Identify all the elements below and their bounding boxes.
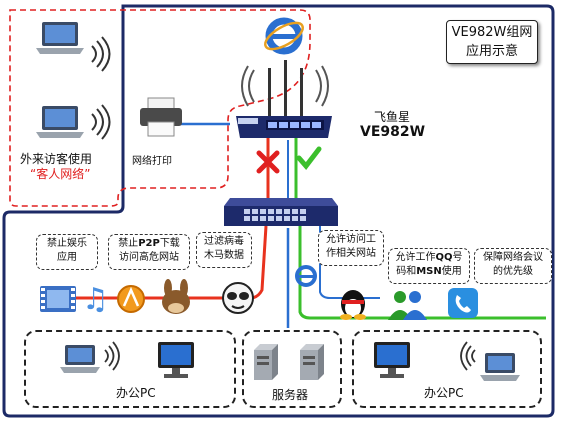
desktop-pc-icon xyxy=(374,342,410,378)
voip-phone-icon xyxy=(448,288,478,318)
router-model: VE982W xyxy=(360,124,426,140)
policy-bubble-im: 允许工作QQ号 码和MSN使用 xyxy=(388,248,470,284)
office-pc-left-group xyxy=(24,330,236,408)
wifi-waves-icon xyxy=(91,36,111,72)
office-pc-left-label: 办公PC xyxy=(116,386,156,400)
qq-penguin-icon xyxy=(340,290,366,320)
guest-network-label: “客人网络” xyxy=(30,167,91,181)
media-player-icon xyxy=(117,285,145,313)
policy-bubble-work-web: 允许访问工 作相关网站 xyxy=(318,230,384,266)
guest-laptop-icon xyxy=(36,106,84,138)
virus-trojan-icon xyxy=(222,282,254,314)
film-icon xyxy=(40,286,76,312)
wifi-waves-icon xyxy=(104,341,120,371)
wire-green-to-office-right xyxy=(298,226,546,320)
blocked-x-icon xyxy=(256,150,280,174)
servers-group xyxy=(242,330,342,408)
policy-bubble-virus: 过滤病毒 木马数据 xyxy=(196,232,252,268)
printer-icon xyxy=(140,97,182,137)
msn-icon xyxy=(388,291,427,320)
diagram-title-box: VE982W组网 应用示意 xyxy=(446,20,538,64)
allowed-check-icon xyxy=(296,146,322,170)
servers-label: 服务器 xyxy=(272,388,309,402)
router-icon xyxy=(236,60,332,138)
office-pc-right-group xyxy=(352,330,542,408)
diagram-title-line1: VE982W组网 xyxy=(451,25,533,40)
switch-icon xyxy=(224,198,338,226)
desktop-pc-icon xyxy=(158,342,194,378)
server-icon xyxy=(300,344,324,380)
diagram-title-line2: 应用示意 xyxy=(465,44,518,59)
wifi-waves-icon xyxy=(91,104,111,140)
music-note-icon: ♫ xyxy=(82,282,109,317)
internet-icon xyxy=(264,17,304,55)
policy-bubble-meeting: 保障网络会议 的优先级 xyxy=(474,248,552,284)
guest-label: 外来访客使用 xyxy=(20,152,93,166)
laptop-icon xyxy=(480,353,520,381)
office-pc-right-label: 办公PC xyxy=(424,386,464,400)
printer-label: 网络打印 xyxy=(132,156,172,167)
policy-bubble-entertainment: 禁止娱乐 应用 xyxy=(36,234,98,270)
router-name: 飞鱼星 xyxy=(374,110,411,124)
internet-explorer-icon xyxy=(295,265,317,287)
p2p-donkey-icon xyxy=(162,279,190,314)
server-icon xyxy=(254,344,278,380)
laptop-icon xyxy=(60,345,100,373)
policy-bubble-p2p: 禁止P2P下载 访问高危网站 xyxy=(108,234,190,270)
guest-laptop-icon xyxy=(36,22,84,54)
wire-blue-to-office-right xyxy=(319,226,380,299)
wifi-waves-icon xyxy=(460,341,476,371)
